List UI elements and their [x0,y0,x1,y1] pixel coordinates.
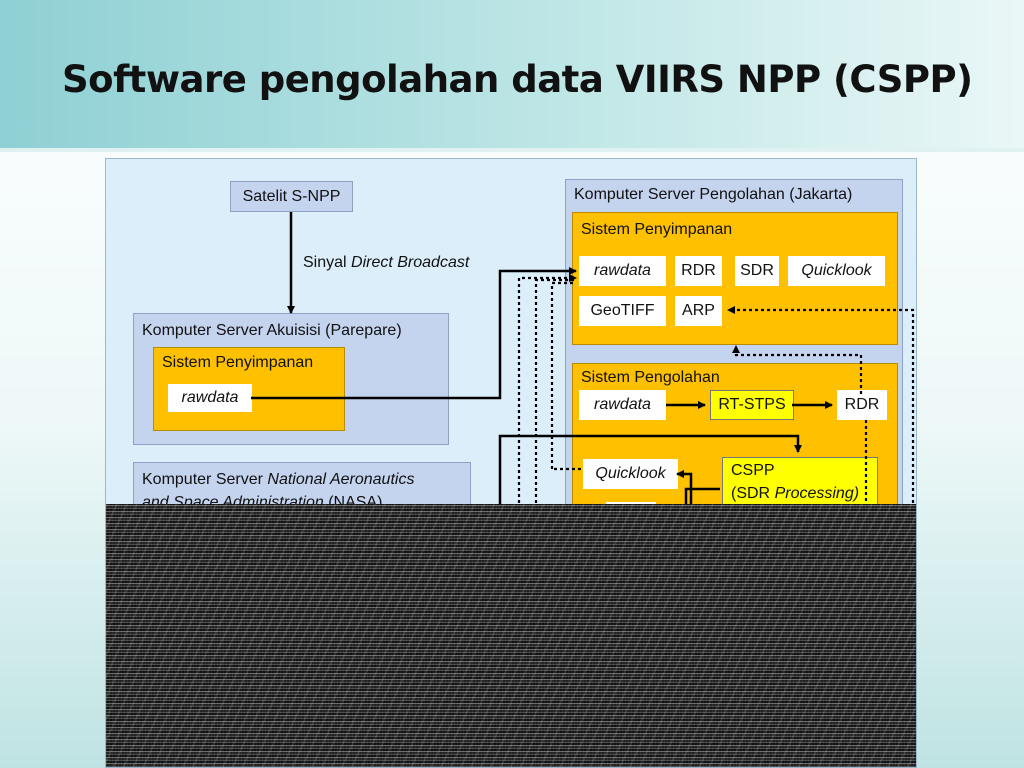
storage-geotiff: GeoTIFF [579,296,666,326]
storage-arp: ARP [675,296,722,326]
arrow-rawdata-transfer [251,267,577,400]
processing-rawdata: rawdata [579,390,666,420]
jakarta-processing-title: Sistem Pengolahan [581,369,720,386]
acquisition-rawdata: rawdata [168,384,252,412]
cspp-line1: CSPP [731,462,775,479]
storage-sdr: SDR [735,256,779,286]
acquisition-storage-title: Sistem Penyimpanan [162,354,314,371]
dotted-return-1 [517,274,577,599]
signal-label: Sinyal Direct Broadcast [303,254,469,272]
cspp-diagram: Satelit S-NPP Sinyal Direct Broadcast Ko… [105,158,917,768]
processing-rtstps: RT-STPS [710,390,794,420]
arrow-cspp-down [684,487,720,504]
nasa-title-line1: Komputer Server National Aeronautics [142,471,414,489]
acquisition-rawdata-label: rawdata [181,389,239,406]
satellite-label: Satelit S-NPP [242,187,341,205]
dotted-rdr-to-storage [732,345,863,394]
title-band [0,0,1024,152]
corrupted-image-region [106,504,916,767]
signal-italic: Direct Broadcast [351,254,470,271]
acquisition-server-title: Komputer Server Akuisisi (Parepare) [142,322,402,339]
processing-server-title: Komputer Server Pengolahan (Jakarta) [574,186,853,203]
dotted-to-arp [727,306,915,599]
cspp-line2-italic: Processing) [774,485,860,502]
jakarta-storage-title: Sistem Penyimpanan [581,221,733,238]
processing-quicklook: Quicklook [583,459,678,489]
storage-rdr: RDR [675,256,722,286]
slide-title: Software pengolahan data VIIRS NPP (CSPP… [62,58,973,101]
cspp-line2-prefix: (SDR [731,485,771,502]
diagram-connectors [251,212,915,599]
storage-quicklook: Quicklook [788,256,885,286]
jakarta-storage: Sistem Penyimpanan rawdata RDR SDR Quick… [572,212,898,345]
cspp-line2: (SDR Processing) [731,485,859,503]
nasa-title-italic: National Aeronautics [267,471,415,488]
processing-rdr: RDR [837,390,887,420]
acquisition-storage: Sistem Penyimpanan rawdata [153,347,345,431]
signal-prefix: Sinyal [303,254,347,271]
dotted-return-2 [534,278,576,599]
storage-rawdata: rawdata [579,256,666,286]
acquisition-server: Komputer Server Akuisisi (Parepare) Sist… [133,313,449,445]
nasa-title-prefix: Komputer Server [142,471,263,488]
dotted-return-3 [550,281,576,469]
satellite-box: Satelit S-NPP [230,181,353,212]
